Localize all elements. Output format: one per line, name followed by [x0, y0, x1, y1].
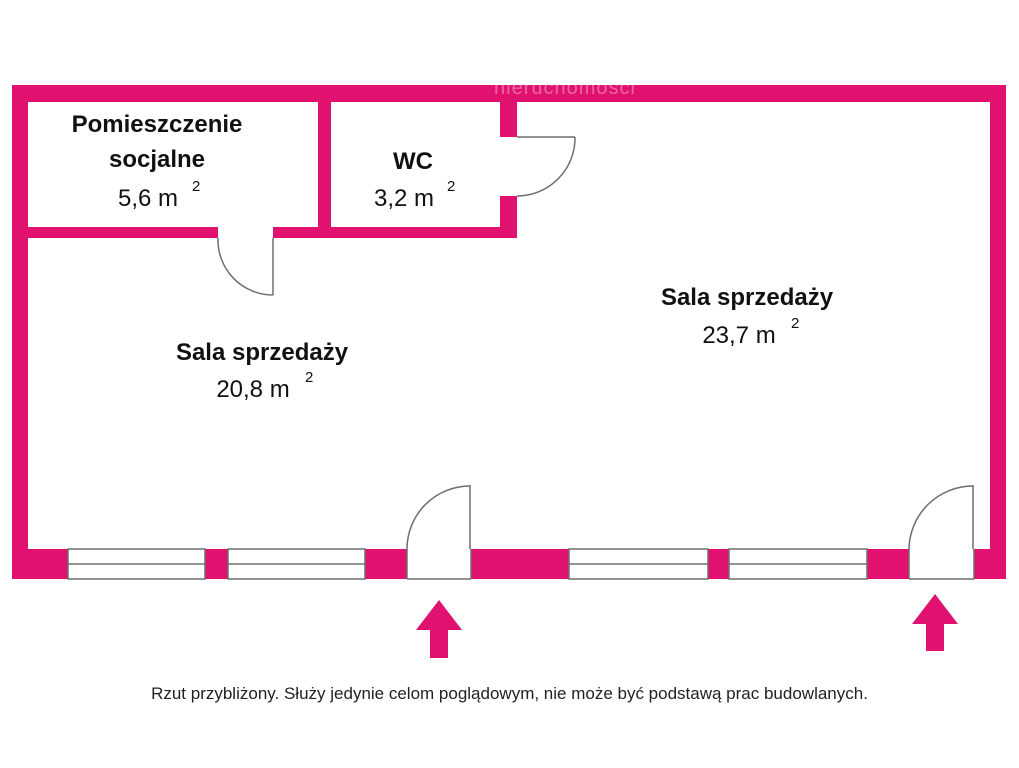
front-wall-seg-3 — [365, 549, 407, 579]
room-area: 5,6 m — [118, 185, 178, 212]
front-wall-seg-7 — [974, 549, 1006, 579]
interior-walls — [28, 95, 517, 238]
room-name: Sala sprzedaży — [661, 284, 834, 311]
room-name: socjalne — [109, 146, 205, 173]
arrow-up-icon — [912, 594, 958, 651]
door-wc — [516, 136, 576, 197]
room-area: 23,7 m — [702, 322, 775, 349]
front-wall-seg-5 — [708, 549, 729, 579]
room-area: 20,8 m — [216, 376, 289, 403]
wall-social-wc — [318, 95, 331, 231]
room-sales-right: Sala sprzedaży 23,7 m 2 — [661, 284, 834, 349]
windows — [67, 548, 868, 580]
room-wc: WC 3,2 m 2 — [374, 148, 455, 212]
doors — [217, 136, 975, 580]
door-entrance-left — [406, 485, 472, 580]
door-entrance-right — [908, 485, 975, 580]
front-wall — [12, 549, 1006, 579]
wall-left — [12, 85, 28, 579]
wall-right — [990, 85, 1006, 579]
door-social — [217, 237, 274, 296]
wall-partition-left — [28, 227, 218, 238]
outer-walls — [12, 85, 1006, 579]
room-sales-left: Sala sprzedaży 20,8 m 2 — [176, 339, 349, 403]
room-area-exponent: 2 — [305, 369, 313, 386]
floor-plan: nieruchomosci Pomieszczenie socjalne 5,6… — [12, 77, 1006, 658]
front-wall-seg-6 — [867, 549, 909, 579]
disclaimer: Rzut przybliżony. Służy jedynie celom po… — [151, 684, 868, 703]
arrow-up-icon — [416, 600, 462, 658]
front-wall-seg-1 — [12, 549, 68, 579]
window-3 — [568, 548, 709, 580]
window-4 — [728, 548, 868, 580]
front-wall-seg-2 — [205, 549, 228, 579]
front-wall-seg-4 — [471, 549, 569, 579]
watermark: nieruchomosci — [494, 77, 636, 99]
room-area-exponent: 2 — [192, 178, 200, 195]
window-1 — [67, 548, 206, 580]
room-area-exponent: 2 — [447, 178, 455, 195]
room-social: Pomieszczenie socjalne 5,6 m 2 — [72, 111, 243, 212]
room-area: 3,2 m — [374, 185, 434, 212]
wall-top — [12, 85, 1006, 102]
wall-partition-right — [273, 227, 517, 238]
window-2 — [227, 548, 366, 580]
room-name: WC — [393, 148, 433, 175]
room-area-exponent: 2 — [791, 315, 799, 332]
room-name: Pomieszczenie — [72, 111, 243, 138]
wall-wc-right-top — [500, 95, 517, 137]
room-name: Sala sprzedaży — [176, 339, 349, 366]
